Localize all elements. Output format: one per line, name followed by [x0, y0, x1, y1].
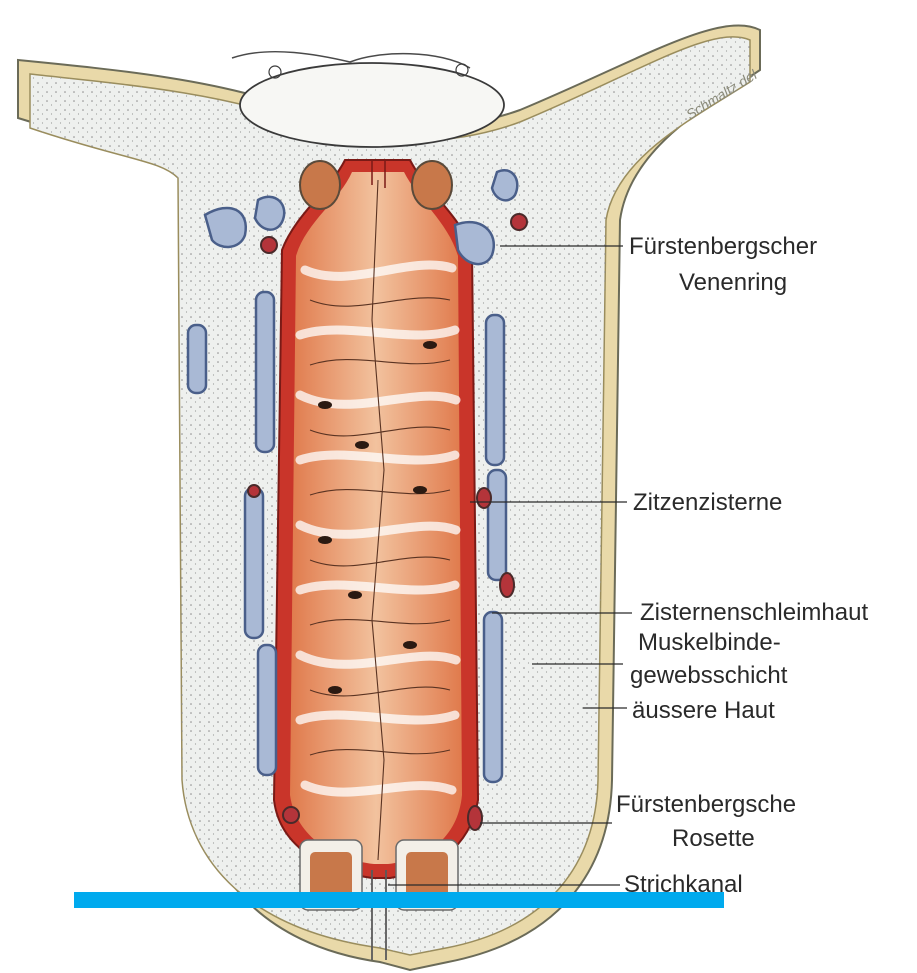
- gland-cistern-top: [232, 52, 504, 147]
- label-venenring-line2: Venenring: [679, 269, 787, 296]
- highlight-bar: [74, 892, 724, 908]
- label-venenring-line1: Fürstenbergscher: [629, 233, 817, 260]
- label-muskel-line1: Muskelbinde-: [638, 629, 781, 656]
- label-zisternenschleimhaut: Zisternenschleimhaut: [640, 599, 868, 626]
- label-rosette-line1: Fürstenbergsche: [616, 791, 796, 818]
- label-muskel-line2: gewebsschicht: [630, 662, 788, 689]
- label-haut: äussere Haut: [632, 697, 775, 724]
- label-rosette-line2: Rosette: [672, 825, 755, 852]
- labels: Fürstenbergscher Venenring Zitzenzistern…: [616, 233, 868, 898]
- teat-cistern: [274, 160, 478, 878]
- label-zitzenzisterne: Zitzenzisterne: [633, 489, 782, 516]
